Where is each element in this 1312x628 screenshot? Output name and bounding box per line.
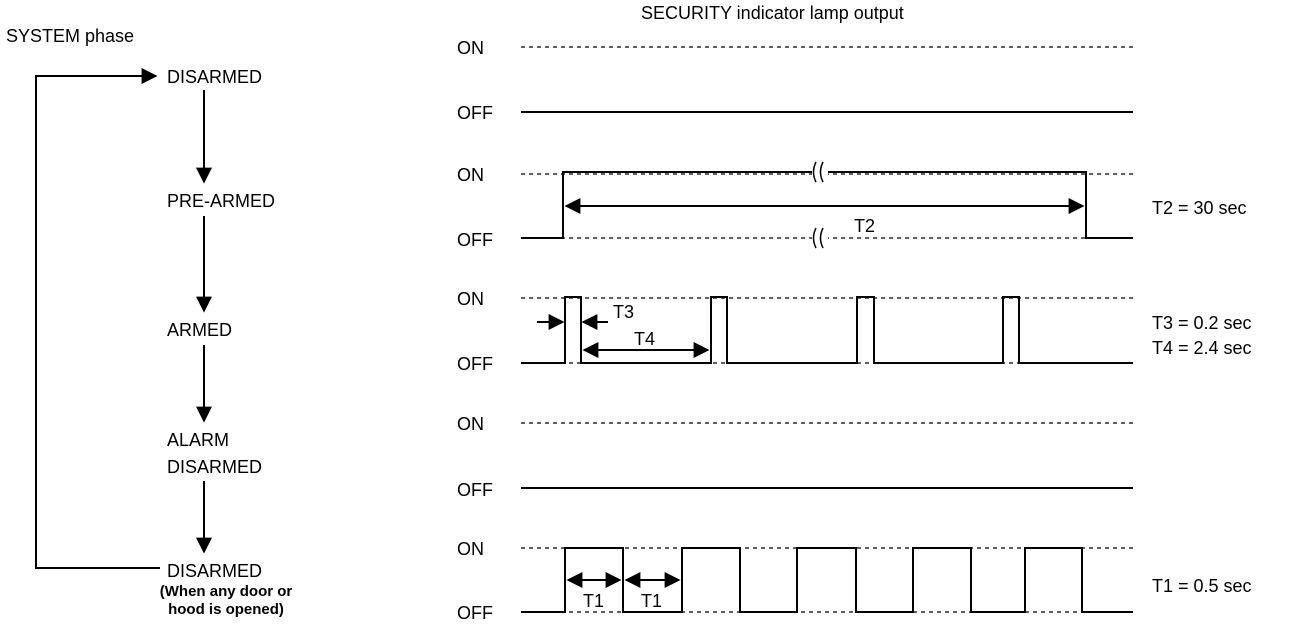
row3-signal [521, 296, 1133, 364]
t1-label-1: T1 [583, 591, 604, 611]
t2-timing: T2 = 30 sec [1152, 198, 1247, 218]
phase-disarmed-final: DISARMED [167, 561, 263, 581]
row1-off-label: OFF [457, 103, 493, 123]
row5-off-label: OFF [457, 603, 493, 623]
row2-off-label: OFF [457, 230, 493, 250]
row4-off-label: OFF [457, 480, 493, 500]
phase-armed: ARMED [167, 320, 233, 340]
row1-on-label: ON [457, 38, 484, 58]
row2-on-label: ON [457, 165, 484, 185]
t3-label: T3 [613, 302, 634, 322]
row3-on-label: ON [457, 289, 484, 309]
t1-timing: T1 = 0.5 sec [1152, 576, 1252, 596]
row4-on-label: ON [457, 414, 484, 434]
system-phase-heading: SYSTEM phase [6, 26, 135, 46]
chart-title: SECURITY indicator lamp output [641, 3, 904, 23]
phase-note-line-1: (When any door or [159, 583, 293, 600]
t4-timing: T4 = 2.4 sec [1152, 338, 1252, 358]
row3-off-label: OFF [457, 354, 493, 374]
phase-alarm-disarmed: DISARMED [167, 457, 263, 477]
row5-signal [521, 547, 1133, 613]
t3-timing: T3 = 0.2 sec [1152, 313, 1252, 333]
loop-return-arrow [35, 68, 160, 569]
phase-pre-armed: PRE-ARMED [167, 191, 276, 211]
phase-alarm: ALARM [167, 430, 230, 450]
phase-note-line-2: hood is opened) [168, 601, 284, 618]
phase-disarmed: DISARMED [167, 67, 263, 87]
t1-label-2: T1 [641, 591, 662, 611]
row5-on-label: ON [457, 539, 484, 559]
t4-label: T4 [634, 329, 655, 349]
t2-label: T2 [854, 216, 875, 236]
